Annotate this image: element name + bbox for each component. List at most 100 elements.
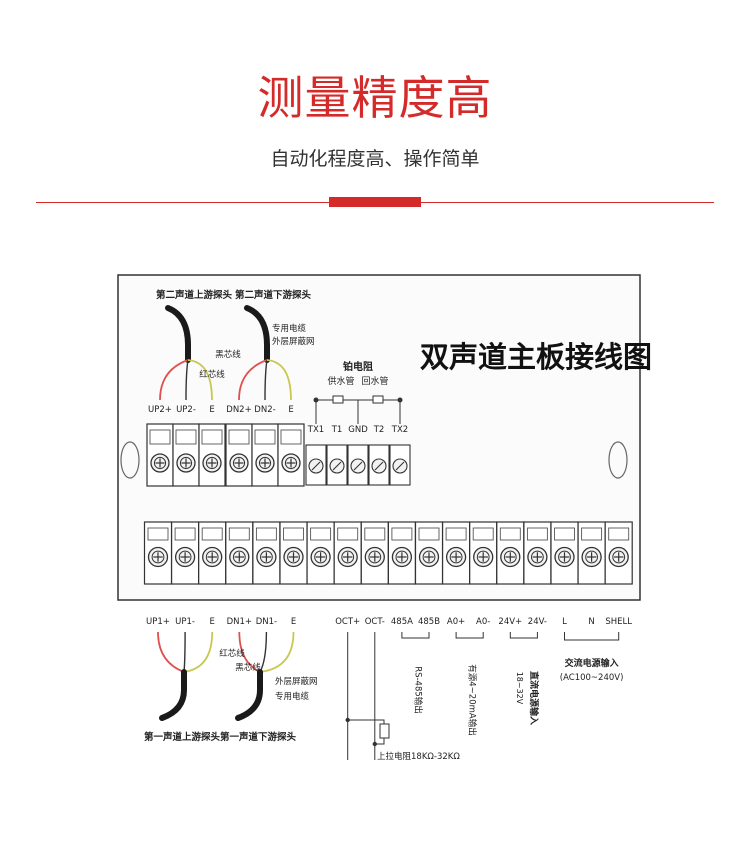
bottom-terminal-screw-3-ring — [232, 550, 246, 564]
bottom-terminal-label-9: 485A — [391, 617, 413, 627]
bottom-red-core-label: 红芯线 — [219, 648, 245, 659]
pullup-return-wire — [374, 738, 385, 745]
bottom-red-wire-0 — [157, 631, 185, 673]
rtd-terminal-label-2: GND — [348, 425, 368, 435]
bottom-cable-label: 专用电缆 — [275, 691, 310, 702]
bottom-red-wire-1 — [238, 631, 261, 673]
top-probe-label-0: 第二声道上游探头 — [156, 289, 233, 301]
top-black-wire-1 — [264, 359, 268, 401]
bottom-terminal-label-4: DN1- — [256, 617, 277, 627]
rtd-junction-right — [397, 397, 403, 403]
top-terminal-screw-5-ring — [284, 456, 298, 470]
top-terminal-label-2: E — [209, 405, 214, 415]
bottom-terminal-clamp-15 — [554, 527, 575, 541]
top-terminal-screw-2-ring — [205, 456, 219, 470]
rtd-screw-slot-0 — [311, 461, 321, 471]
top-terminal-label-1: UP2- — [176, 405, 196, 415]
top-terminal-clamp-3 — [228, 429, 250, 445]
top-terminal-screw-4-ring — [258, 456, 272, 470]
bottom-terminal-label-2: E — [210, 617, 215, 627]
bottom-terminal-label-10: 485B — [418, 617, 440, 627]
rtd-title: 铂电阻 — [343, 360, 373, 373]
bottom-terminal-screw-0-ring — [151, 550, 165, 564]
top-terminal-clamp-0 — [149, 429, 171, 445]
bottom-terminal-label-17: SHELL — [605, 617, 632, 627]
top-terminal-clamp-2 — [201, 429, 223, 445]
bottom-terminal-screw-12-ring — [476, 550, 490, 564]
bottom-terminal-label-7: OCT+ — [335, 617, 360, 627]
analog-bracket — [455, 632, 484, 639]
oct-minus-junction — [372, 741, 377, 747]
top-terminal-screw-0-ring — [153, 456, 167, 470]
bottom-terminal-clamp-14 — [526, 527, 548, 541]
divider-accent-block — [329, 197, 421, 207]
top-probe-label-1: 第二声道下游探头 — [235, 289, 312, 301]
bottom-terminal-clamp-10 — [418, 527, 440, 541]
bottom-terminal-label-12: A0- — [476, 617, 490, 627]
bottom-terminal-clamp-13 — [499, 527, 521, 541]
rtd-junction-left — [313, 397, 319, 403]
rs485-bracket — [401, 632, 430, 639]
bottom-terminal-clamp-2 — [201, 527, 223, 541]
top-terminal-label-4: DN2- — [254, 405, 275, 415]
rtd-return-resistor — [372, 395, 384, 404]
top-red-wire-1 — [238, 359, 268, 401]
top-terminal-screw-1-ring — [179, 456, 193, 470]
top-terminal-clamp-1 — [175, 429, 197, 445]
top-shield-label: 外层屏蔽网 — [272, 336, 315, 347]
ac-label: 交流电源输入 — [565, 657, 619, 669]
bottom-terminal-clamp-6 — [310, 527, 332, 541]
bottom-black-wire-0 — [183, 631, 186, 673]
bottom-terminal-clamp-4 — [255, 527, 277, 541]
top-cable-label: 专用电缆 — [272, 323, 307, 334]
bottom-terminal-screw-8-ring — [368, 550, 382, 564]
bottom-terminal-screw-10-ring — [422, 550, 436, 564]
bottom-terminal-clamp-5 — [283, 527, 304, 541]
bottom-terminal-label-8: OCT- — [365, 617, 385, 627]
rtd-terminal-label-3: T2 — [373, 425, 385, 435]
bottom-terminal-screw-14-ring — [531, 550, 544, 564]
bottom-shield-wire-0 — [183, 631, 214, 673]
bottom-terminal-clamp-1 — [174, 527, 196, 541]
pullup-wire — [347, 719, 385, 724]
bottom-terminal-label-16: N — [588, 617, 594, 627]
top-terminal-label-3: DN2+ — [226, 405, 251, 415]
rtd-supply-label: 供水管 — [327, 375, 354, 387]
bottom-terminal-screw-1-ring — [178, 550, 192, 564]
bottom-terminal-label-15: L — [562, 617, 567, 627]
bottom-terminal-screw-11-ring — [449, 550, 463, 564]
pullup-resistor — [379, 723, 390, 739]
bottom-terminal-clamp-12 — [472, 527, 494, 541]
bottom-probe-label-1: 第一声道下游探头 — [220, 731, 297, 743]
bottom-terminal-clamp-3 — [228, 527, 250, 541]
top-shield-wire-0 — [187, 359, 213, 401]
page-title: 测量精度高 — [257, 71, 493, 125]
oct-junction — [345, 717, 350, 723]
rtd-terminal-label-1: T1 — [331, 425, 343, 435]
bottom-probe-label-0: 第一声道上游探头 — [144, 731, 221, 743]
bottom-terminal-screw-9-ring — [395, 550, 409, 564]
bottom-terminal-screw-4-ring — [260, 550, 273, 564]
rtd-screw-slot-3 — [374, 461, 384, 471]
page-subtitle: 自动化程度高、操作简单 — [270, 148, 480, 170]
dc-bracket — [509, 632, 538, 639]
bottom-black-wire-1 — [259, 631, 268, 673]
bottom-terminal-screw-17-ring — [612, 550, 626, 564]
bottom-terminal-label-5: E — [291, 617, 296, 627]
top-red-core-label: 红芯线 — [199, 369, 225, 380]
top-black-wire-0 — [185, 359, 189, 401]
bottom-terminal-clamp-0 — [147, 527, 169, 541]
top-terminal-screw-3-ring — [232, 456, 246, 470]
top-cable-1 — [244, 305, 270, 363]
dc-label: 直流电源输入 — [528, 671, 540, 725]
rtd-screw-slot-2 — [353, 461, 363, 471]
pullup-label: 上拉电阻18KΩ-32KΩ — [377, 751, 460, 762]
analog-label: 有源4~20mA输出 — [467, 664, 478, 735]
top-terminal-label-5: E — [288, 405, 293, 415]
bottom-terminal-clamp-8 — [364, 527, 386, 541]
bottom-terminal-clamp-7 — [337, 527, 359, 541]
bottom-terminal-screw-16-ring — [585, 550, 598, 564]
rtd-terminal-label-4: TX2 — [391, 425, 408, 435]
rtd-return-label: 回水管 — [361, 375, 388, 387]
bottom-cable-0 — [159, 669, 187, 721]
